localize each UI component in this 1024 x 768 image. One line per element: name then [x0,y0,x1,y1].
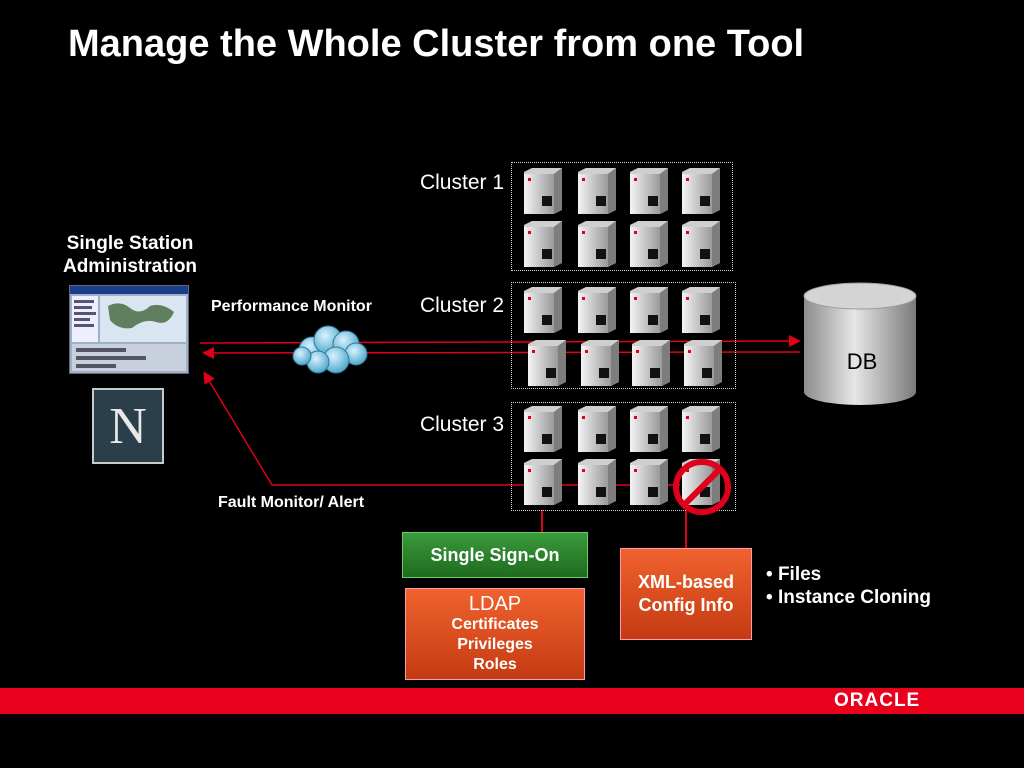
server-icon [520,168,562,214]
server-icon [678,406,720,452]
server-icon [678,221,720,267]
server-icon [626,221,668,267]
server-down-icon [673,459,731,515]
db-label: DB [846,349,878,374]
server-icon [577,340,619,386]
cluster-3-label: Cluster 3 [419,413,504,436]
netscape-logo: N [92,388,164,464]
server-icon [574,459,616,505]
ldap-box: LDAP Certificates Privileges Roles [405,588,585,680]
bullet-list: Files Instance Cloning [766,563,931,609]
xml-config-line1: XML-based [637,572,734,592]
cluster-2-box [511,282,736,389]
slide-title: Manage the Whole Cluster from one Tool [68,23,805,65]
server-icon [626,459,668,505]
admin-console-screenshot [69,285,189,374]
cluster-1-box [511,162,733,271]
fault-monitor-label: Fault Monitor/ Alert [218,494,365,511]
server-icon [520,221,562,267]
server-icon [680,340,722,386]
server-icon [626,406,668,452]
server-icon [628,340,670,386]
ldap-item-roles: Roles [473,656,517,673]
cloud-icon [292,325,368,374]
server-icon [678,287,720,333]
server-icon [520,287,562,333]
cluster-3-box [511,402,736,511]
performance-monitor-label: Performance Monitor [211,298,372,315]
ldap-item-privileges: Privileges [457,636,533,653]
server-icon [524,340,566,386]
server-icon [626,168,668,214]
bullet-instance-cloning: Instance Cloning [766,586,931,609]
server-icon [574,406,616,452]
xml-config-line2: Config Info [638,595,734,615]
station-label: Single Station Administration [62,233,198,277]
server-icon [574,287,616,333]
server-icon [574,221,616,267]
server-icon [520,459,562,505]
xml-config-box: XML-based Config Info [620,548,752,640]
server-icon [678,168,720,214]
server-icon [520,406,562,452]
server-icon [574,168,616,214]
single-sign-on-box: Single Sign-On [402,532,588,578]
bullet-files: Files [766,563,931,586]
footer-bar [0,688,1024,714]
oracle-logo: ORACLE [834,690,921,711]
cluster-2-label: Cluster 2 [419,294,504,317]
cluster-1-label: Cluster 1 [419,171,504,194]
server-icon [626,287,668,333]
ldap-item-certificates: Certificates [451,616,539,633]
database-icon [803,282,917,405]
ldap-title: LDAP [468,593,522,615]
